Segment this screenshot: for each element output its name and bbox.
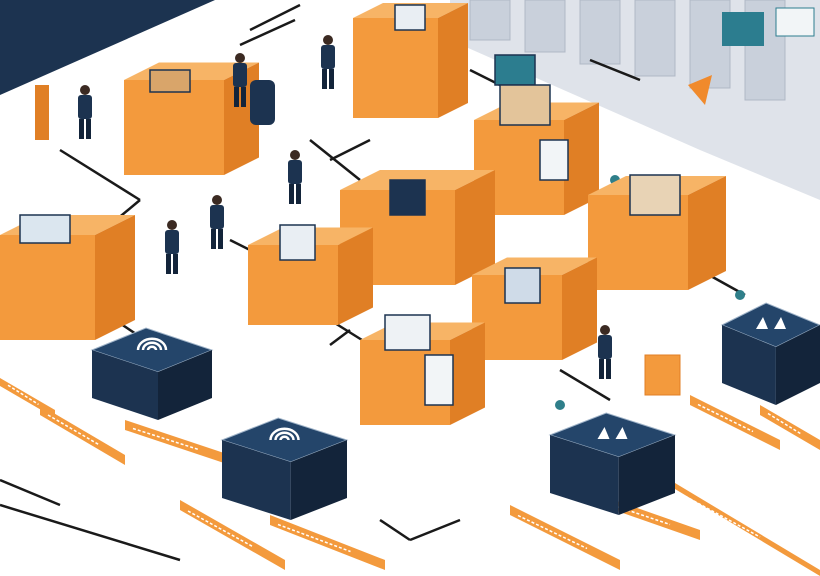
server-box <box>220 417 349 520</box>
person-icon <box>288 150 302 204</box>
label-text-mark <box>187 510 254 548</box>
path-line <box>409 518 461 542</box>
path-line <box>329 329 351 346</box>
server-front <box>222 440 291 520</box>
person-icon <box>598 325 612 379</box>
path-line <box>249 3 301 32</box>
cube-top <box>472 257 597 275</box>
package-icon <box>389 179 426 216</box>
package-icon <box>494 54 536 86</box>
orange-cubes <box>0 3 726 425</box>
arrow-icon <box>774 317 786 329</box>
pin-icon <box>688 75 712 105</box>
package-icon <box>149 69 191 93</box>
package-icon <box>19 214 71 244</box>
server-side <box>775 325 820 405</box>
wifi-icon <box>136 337 168 351</box>
person-icon <box>233 53 247 107</box>
label-text-mark <box>697 403 754 433</box>
label-text-mark <box>767 412 803 436</box>
package-icon <box>499 84 551 126</box>
shelf-unit <box>469 0 511 41</box>
person-icon <box>165 220 179 274</box>
shelf-unit <box>524 0 566 53</box>
label-text-mark <box>7 384 39 406</box>
cube-front <box>0 235 95 340</box>
server-side <box>618 435 675 515</box>
package-icon <box>629 174 681 216</box>
server-side <box>290 440 347 520</box>
server-box <box>90 327 214 420</box>
path-line <box>329 138 371 162</box>
package-icon <box>384 314 431 351</box>
navy-corner <box>0 0 215 95</box>
arrow-icon <box>597 427 610 439</box>
wifi-icon <box>274 431 295 441</box>
person-icon <box>210 195 224 249</box>
package-icon <box>504 267 541 304</box>
cube-side <box>688 176 726 290</box>
path-line <box>309 139 361 181</box>
server-front <box>92 350 158 420</box>
server-boxes <box>90 302 820 520</box>
arrow-icon <box>756 317 768 329</box>
wifi-icon <box>146 345 158 351</box>
door <box>35 85 49 140</box>
people <box>35 35 612 379</box>
cube-side <box>338 227 373 325</box>
path-line <box>589 58 641 82</box>
cube-side <box>450 322 485 425</box>
server-box <box>720 302 820 405</box>
label-strip <box>40 405 125 465</box>
path-line <box>559 368 611 402</box>
label-text-mark <box>517 514 588 550</box>
label-text-mark <box>132 427 199 451</box>
cube-front <box>124 80 224 175</box>
package-icon <box>394 4 426 31</box>
server-box <box>548 412 677 515</box>
package-icon <box>424 354 454 406</box>
arrow-icon <box>555 400 565 410</box>
package-icon <box>279 224 316 261</box>
person-icon <box>78 85 92 139</box>
cube-side <box>438 3 468 118</box>
cube-side <box>564 102 599 215</box>
shelf-unit <box>634 0 676 77</box>
server-front <box>722 325 776 405</box>
server-top <box>720 302 820 348</box>
monitor-sign <box>775 7 815 37</box>
small-crate <box>644 354 681 396</box>
path-line <box>59 148 141 202</box>
orange-cube <box>124 62 259 175</box>
arrow-icon <box>615 427 628 439</box>
orange-cube <box>353 3 468 118</box>
wifi-icon <box>279 435 290 441</box>
path-line <box>0 503 181 562</box>
wifi-icon <box>141 341 163 351</box>
luggage <box>250 80 275 125</box>
cube-side <box>562 257 597 360</box>
server-front <box>550 435 619 515</box>
cube-front <box>353 18 438 118</box>
shelf-unit <box>579 0 621 65</box>
wifi-icon <box>269 427 300 441</box>
warehouse-shelves <box>450 0 820 200</box>
teal-crate <box>722 12 764 46</box>
path-line <box>379 518 411 542</box>
person-icon <box>321 35 335 89</box>
package-icon <box>539 139 569 181</box>
label-text-mark <box>277 523 351 553</box>
path-line <box>0 478 61 507</box>
server-side <box>158 350 212 420</box>
path-line <box>239 18 296 47</box>
cube-side <box>95 215 135 340</box>
cube-side <box>455 170 495 285</box>
arrow-icon <box>735 290 745 300</box>
